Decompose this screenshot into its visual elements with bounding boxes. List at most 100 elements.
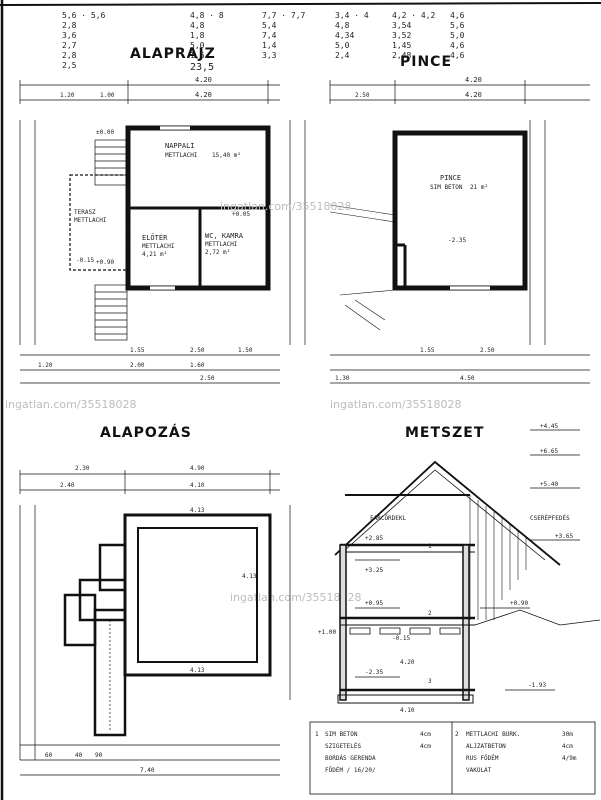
hand-calculations: 5,6 · 5,6 2,8 3,6 2,7 2,8 2,5 4,8 · 8 4,… [62,11,465,73]
svg-text:1.50: 1.50 [238,347,253,354]
svg-text:+5.40: +5.40 [540,481,558,488]
svg-text:5,0: 5,0 [190,41,205,50]
svg-text:60: 60 [45,752,53,759]
svg-text:3,3: 3,3 [262,51,277,60]
watermark-1: ingatlan.com/35518028 [220,200,352,213]
svg-text:2.40: 2.40 [60,482,75,489]
svg-text:1: 1 [428,543,432,550]
svg-text:FARCÖRDEKL: FARCÖRDEKL [370,515,407,522]
svg-text:2.50: 2.50 [480,347,495,354]
svg-text:4cm: 4cm [420,731,431,738]
svg-text:4.10: 4.10 [190,482,205,489]
svg-text:+1.00: +1.00 [318,629,336,636]
svg-text:2: 2 [455,731,459,738]
svg-text:1,4: 1,4 [262,41,277,50]
svg-text:4,8: 4,8 [335,21,350,30]
svg-text:SIM BETON: SIM BETON [325,731,358,738]
svg-text:4,21 m²: 4,21 m² [142,251,167,258]
svg-text:7.40: 7.40 [140,767,155,774]
svg-text:23,5: 23,5 [190,62,214,73]
svg-text:40: 40 [75,752,83,759]
svg-text:5,4: 5,4 [262,21,277,30]
svg-text:+2.85: +2.85 [365,535,383,542]
svg-text:-0.15: -0.15 [76,257,94,264]
svg-text:3,4 · 4: 3,4 · 4 [335,11,369,20]
watermark-4: ingatlan.com/35518028 [230,591,362,604]
svg-text:ALJZATBETON: ALJZATBETON [466,743,506,750]
svg-text:4,34: 4,34 [335,31,354,40]
floor-plan-title: ALAPRAJZ [130,46,216,62]
section-labels: +4.45 +6.65 +5.40 +3.65 +2.85 +3.25 +0.9… [318,423,573,714]
svg-text:2,5: 2,5 [62,61,77,70]
svg-text:2: 2 [428,610,432,617]
svg-text:4,6: 4,6 [450,11,465,20]
svg-text:1: 1 [315,731,319,738]
svg-text:+6.65: +6.65 [540,448,558,455]
svg-text:WC, KAMRA: WC, KAMRA [205,232,244,240]
svg-text:1.00: 1.00 [100,92,115,99]
svg-text:3,6: 3,6 [62,31,77,40]
svg-text:4.13: 4.13 [190,667,205,674]
svg-text:4,2 · 4,2: 4,2 · 4,2 [392,11,436,20]
svg-text:4,6: 4,6 [450,41,465,50]
svg-text:90: 90 [95,752,103,759]
svg-text:4.10: 4.10 [400,707,415,714]
basement-plan [329,80,590,384]
svg-text:4,8: 4,8 [190,21,205,30]
svg-text:1,45: 1,45 [392,41,411,50]
svg-text:1,6: 1,6 [190,51,205,60]
svg-text:2.50: 2.50 [190,347,205,354]
section-drawing [309,429,601,795]
svg-text:±0.00: ±0.00 [96,129,114,136]
svg-text:7,4: 7,4 [262,31,277,40]
svg-text:4.13: 4.13 [242,573,257,580]
svg-text:NAPPALI: NAPPALI [165,142,195,150]
svg-text:4.20: 4.20 [465,76,482,84]
svg-text:-2.35: -2.35 [448,237,466,244]
svg-text:-0.15: -0.15 [392,635,410,642]
svg-text:2,8: 2,8 [62,21,77,30]
svg-text:3,52: 3,52 [392,31,411,40]
svg-text:METTLACHI: METTLACHI [165,152,198,159]
svg-text:-2.35: -2.35 [365,669,383,676]
svg-text:2,4: 2,4 [335,51,350,60]
svg-text:2.30: 2.30 [75,465,90,472]
svg-text:TERASZ: TERASZ [74,209,96,216]
floor-plan-labels: 4.20 4.20 1.20 1.00 NAPPALI METTLACHI 15… [38,76,253,382]
svg-text:2,8: 2,8 [62,51,77,60]
svg-text:+0.95: +0.95 [365,600,383,607]
svg-text:4cm: 4cm [420,743,431,750]
svg-text:15,40 m²: 15,40 m² [212,152,241,159]
svg-text:1,8: 1,8 [190,31,205,40]
svg-text:METTLACHI: METTLACHI [74,217,107,224]
svg-text:BORDÁS GERENDA: BORDÁS GERENDA [325,755,376,762]
svg-text:METTLACHI BURK.: METTLACHI BURK. [466,731,520,738]
svg-text:3: 3 [428,678,432,685]
svg-text:CSERÉPFEDÉS: CSERÉPFEDÉS [530,514,570,522]
svg-text:1.20: 1.20 [38,362,53,369]
svg-text:1.20: 1.20 [60,92,75,99]
svg-text:+3.25: +3.25 [365,567,383,574]
svg-text:7,7 · 7,7: 7,7 · 7,7 [262,11,306,20]
svg-text:VAKOLAT: VAKOLAT [466,767,492,774]
watermark-2: ingatlan.com/35518028 [5,398,137,411]
svg-text:1.55: 1.55 [420,347,435,354]
svg-text:ELŐTÉR: ELŐTÉR [142,233,168,242]
svg-text:4,6: 4,6 [450,51,465,60]
svg-text:4.20: 4.20 [195,91,212,99]
svg-text:4.20: 4.20 [400,659,415,666]
svg-text:4.50: 4.50 [460,375,475,382]
svg-text:2.50: 2.50 [200,375,215,382]
svg-text:+4.45: +4.45 [540,423,558,430]
svg-text:5,0: 5,0 [335,41,350,50]
svg-text:5,6 · 5,6: 5,6 · 5,6 [62,11,106,20]
svg-text:SIM BETON: SIM BETON [430,184,463,191]
svg-text:1.30: 1.30 [335,375,350,382]
svg-text:4.13: 4.13 [190,507,205,514]
svg-text:1.55: 1.55 [130,347,145,354]
svg-text:FÖDÉM / 16/20/: FÖDÉM / 16/20/ [325,766,376,774]
svg-text:5,0: 5,0 [450,31,465,40]
svg-text:5,6: 5,6 [450,21,465,30]
section-title: METSZET [405,425,484,441]
svg-text:+3.65: +3.65 [555,533,573,540]
